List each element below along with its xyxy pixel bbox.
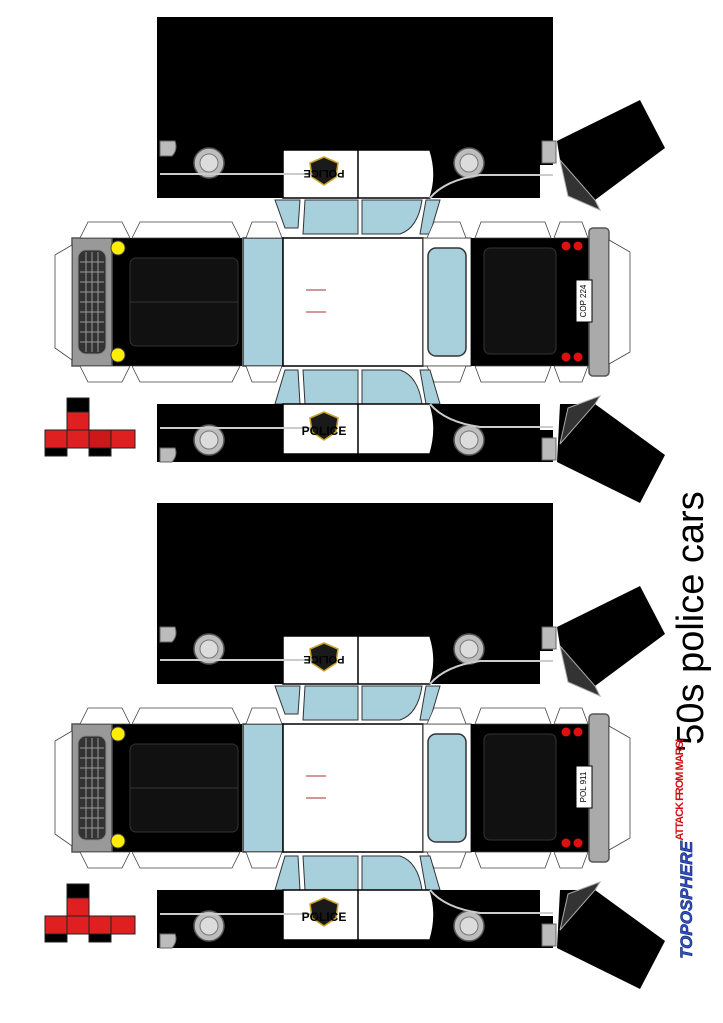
windows-upper: [274, 199, 441, 235]
taillight-icon: [573, 727, 583, 737]
headlight-icon: [110, 833, 126, 849]
red-flap: [44, 397, 136, 457]
rear-flap: [557, 404, 665, 503]
taillight-icon: [561, 352, 571, 362]
wheel-icon: [186, 903, 232, 949]
top-view: COP 224: [71, 227, 610, 377]
windows-lower: [274, 369, 441, 405]
toposphere-logo-text: TOPOSPHERE: [677, 840, 696, 958]
taillight-icon: [561, 838, 571, 848]
license-plate: [575, 279, 593, 323]
badge-icon: [309, 156, 339, 186]
door-text: POLICE: [302, 424, 347, 438]
rear-flap: [557, 890, 665, 989]
taillight-icon: [561, 727, 571, 737]
taillight-icon: [561, 241, 571, 251]
side-panel-upper: POLICE: [157, 100, 665, 212]
license-plate-text: POL 911: [579, 771, 588, 802]
mars-logo-text: ATTACK FROM MARS!: [674, 739, 686, 840]
mars-logo: ATTACK FROM MARS!: [655, 739, 695, 841]
badge-icon: [309, 411, 339, 441]
wheel-icon: [446, 140, 492, 186]
car-pattern-2: POLICE: [44, 503, 665, 989]
wheel-icon: [446, 626, 492, 672]
windows-upper: [274, 685, 441, 721]
wheel-icon: [186, 140, 232, 186]
side-panel-lower: POLICE: [157, 395, 665, 503]
taillight-icon: [573, 352, 583, 362]
license-plate-text: COP 224: [579, 284, 588, 317]
headlight-icon: [110, 240, 126, 256]
rear-flap: [557, 100, 665, 200]
car-pattern-1: POLICE: [44, 17, 665, 503]
glue-tabs: [54, 221, 631, 383]
roof-panel: [157, 503, 553, 627]
headlight-icon: [110, 347, 126, 363]
roof-panel: [157, 17, 553, 141]
windows-lower: [274, 855, 441, 891]
headlight-icon: [110, 726, 126, 742]
badge-icon: [309, 897, 339, 927]
door-text: POLICE: [302, 910, 347, 924]
wheel-icon: [186, 626, 232, 672]
red-flap: [44, 883, 136, 943]
top-view: POL 911: [71, 713, 610, 863]
badge-icon: [309, 642, 339, 672]
door-text-mirrored: POLICE: [304, 167, 345, 179]
side-panel-upper: POLICE: [157, 586, 665, 698]
sheet-title: '50s police cars: [670, 491, 712, 752]
side-panel-lower: POLICE: [157, 881, 665, 989]
wheel-icon: [186, 417, 232, 463]
license-plate: [575, 765, 593, 809]
taillight-icon: [573, 241, 583, 251]
taillight-icon: [573, 838, 583, 848]
glue-tabs: [54, 707, 631, 869]
door-text-mirrored: POLICE: [304, 653, 345, 665]
rear-flap: [557, 586, 665, 686]
toposphere-logo: TOPOSPHERE: [677, 840, 697, 959]
